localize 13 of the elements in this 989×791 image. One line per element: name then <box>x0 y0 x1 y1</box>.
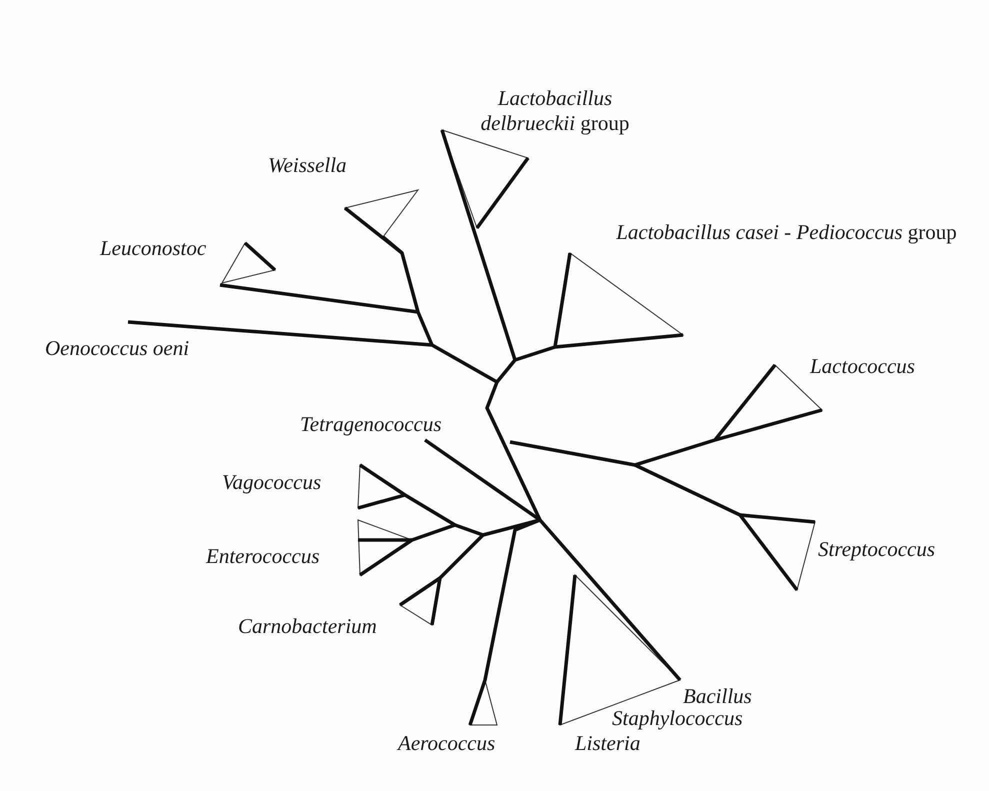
taxon-label: Tetragenococcus <box>300 412 442 438</box>
taxon-label: Leuconostoc <box>100 236 206 262</box>
taxon-label: Enterococcus <box>206 544 320 570</box>
taxon-label: Vagococcus <box>222 470 322 496</box>
taxon-label: Streptococcus <box>818 537 936 562</box>
taxon-label: Carnobacterium <box>238 614 377 640</box>
taxon-label: Oenococcus oeni <box>45 336 190 362</box>
taxon-label: Aerococcus <box>398 731 496 756</box>
taxon-label: Lactobacillus casei - Pediococcus group <box>615 220 958 246</box>
taxon-label: Lactobacillus delbrueckii group <box>480 86 630 136</box>
taxon-label: Weissella <box>268 153 347 178</box>
taxon-label: Listeria <box>575 731 640 756</box>
taxon-label: Lactococcus <box>810 354 915 380</box>
